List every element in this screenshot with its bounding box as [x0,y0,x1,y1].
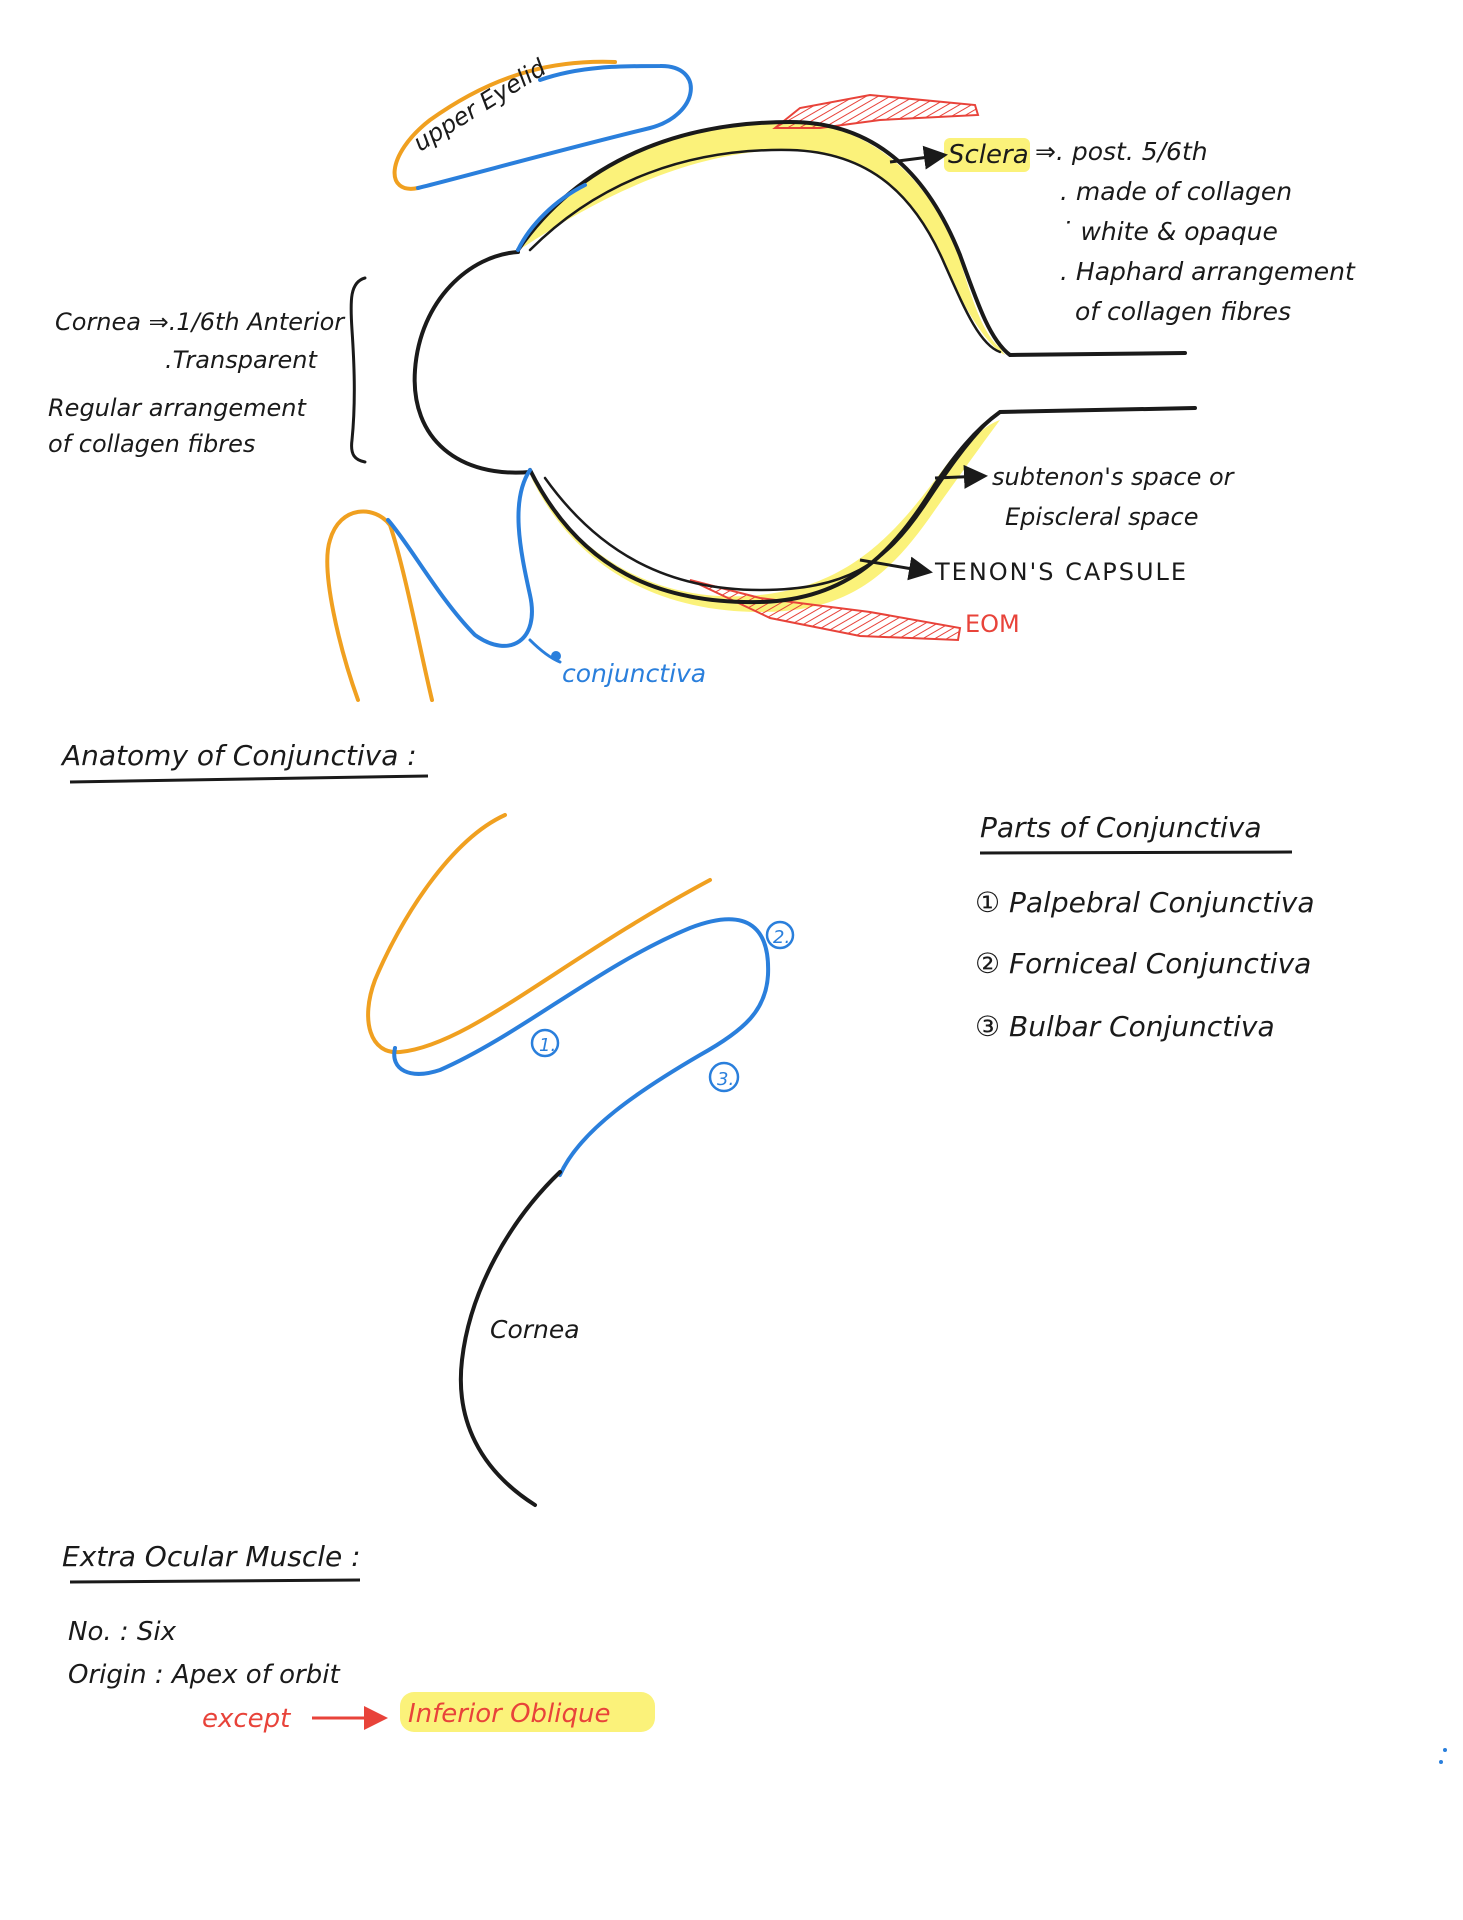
sclera-note-4: . Haphard arrangement [1060,257,1356,286]
part-bulbar: ③ Bulbar Conjunctiva [975,1010,1275,1043]
cornea-note-4: of collagen fibres [48,430,255,458]
stray-dot-2 [1439,1760,1443,1764]
conjunctiva-upper [516,183,587,252]
sclera-arrow [889,145,948,170]
subtenon-label-2: Episcleral space [1005,503,1198,531]
tenon-layer-lower [530,420,1000,612]
eom-label: EOM [965,610,1020,638]
marker-1: 1. [539,1035,556,1056]
conjunctiva-pointer [528,638,562,664]
parts-heading-underline [979,850,1293,855]
conjunctiva-heading-underline [69,774,429,784]
sclera-label: Sclera [948,140,1029,170]
palpebral-lid-orange [366,813,712,1055]
marker-3-circle [708,1061,740,1093]
eom-origin-line: Origin : Apex of orbit [68,1660,340,1690]
cornea-label-2: Cornea [490,1315,580,1344]
cornea-note-3: Regular arrangement [48,394,307,422]
sclera-note-5: of collagen fibres [1075,297,1291,326]
sclera-note-3: ˙ white & opaque [1060,217,1278,246]
tenon-layer-upper [522,121,1005,355]
sclera-outline-upper [516,119,1187,358]
eyeball-diagram: upper Eyelid Sclera ⇒. post. 5/6th . mad… [48,53,1356,702]
upper-eyelid-blue [416,63,693,190]
sclera-outline-lower [528,406,1197,605]
subtenon-label-1: subtenon's space or [992,463,1236,491]
sclera-inner-upper [528,148,1002,354]
lower-eyelid-orange [325,509,434,702]
upper-eyelid-orange [392,59,617,191]
cornea-curve [412,250,532,475]
conjunctiva-label: conjunctiva [562,659,706,688]
eom-exception: Inferior Oblique [408,1699,610,1729]
part-palpebral: ① Palpebral Conjunctiva [975,886,1315,919]
cornea-curve-2 [458,1170,562,1507]
eom-heading: Extra Ocular Muscle : [62,1540,361,1573]
conjunctiva-pointer-dot [551,651,561,661]
eom-number-line: No. : Six [68,1617,177,1647]
marker-2: 2. [773,927,790,948]
subtenon-arrow [934,464,988,489]
part-forniceal: ② Forniceal Conjunctiva [975,947,1311,980]
marker-2-circle [765,920,795,950]
cornea-note-1: Cornea ⇒.1/6th Anterior [55,308,346,336]
parts-heading: Parts of Conjunctiva [980,811,1262,844]
cornea-note-2: .Transparent [165,346,319,374]
conjunctiva-section: Anatomy of Conjunctiva : 1. 2. 3. Cornea… [60,739,1315,1507]
conjunctiva-curve-blue [392,917,771,1177]
conjunctiva-heading: Anatomy of Conjunctiva : [60,739,417,772]
cornea-brace [349,276,367,464]
sclera-note-1: ⇒. post. 5/6th [1035,137,1208,166]
stray-dot-1 [1443,1748,1447,1752]
tenon-label: TENON'S CAPSULE [934,558,1188,586]
eom-except: except [202,1704,291,1734]
marker-3: 3. [717,1069,734,1090]
sclera-highlight [944,138,1030,172]
marker-1-circle [530,1028,560,1058]
sclera-inner-lower [543,418,992,592]
eom-section: Extra Ocular Muscle : No. : Six Origin :… [62,1540,655,1734]
tenon-arrow [859,556,933,581]
eom-heading-underline [69,1578,361,1584]
exception-highlight [400,1692,655,1732]
sclera-note-2: . made of collagen [1060,177,1292,206]
lower-eyelid-blue [386,468,534,648]
upper-eyelid-label: upper Eyelid [408,53,551,157]
